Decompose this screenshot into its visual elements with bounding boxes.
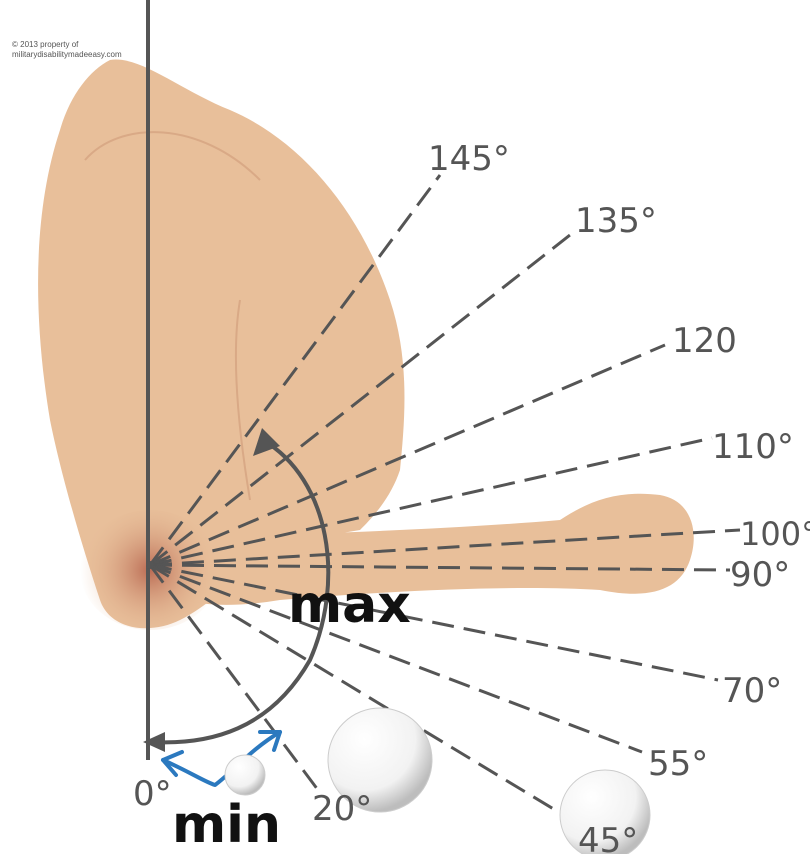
angle-label-90: 90° [730,555,790,595]
angle-label-55: 55° [648,744,708,784]
sphere-small [225,755,265,795]
max-label: max [288,575,411,635]
angle-label-110: 110° [712,427,794,467]
angle-label-100: 100° [740,515,810,553]
elbow-pivot [146,561,154,569]
min-arrowhead-right [260,732,280,750]
min-label: min [172,795,281,854]
angle-label-20: 20° [312,789,372,829]
angle-label-45: 45° [578,821,638,854]
arm-illustration [38,60,694,630]
angle-label-120: 120 [672,321,737,361]
angle-label-70: 70° [722,671,782,711]
angle-label-135: 135° [575,201,657,241]
angle-label-145: 145° [428,139,510,179]
copyright-notice: © 2013 property of militarydisabilitymad… [12,40,122,60]
copyright-line-2: militarydisabilitymadeeasy.com [12,50,122,60]
angle-label-0: 0° [133,774,172,814]
copyright-line-1: © 2013 property of [12,40,122,50]
